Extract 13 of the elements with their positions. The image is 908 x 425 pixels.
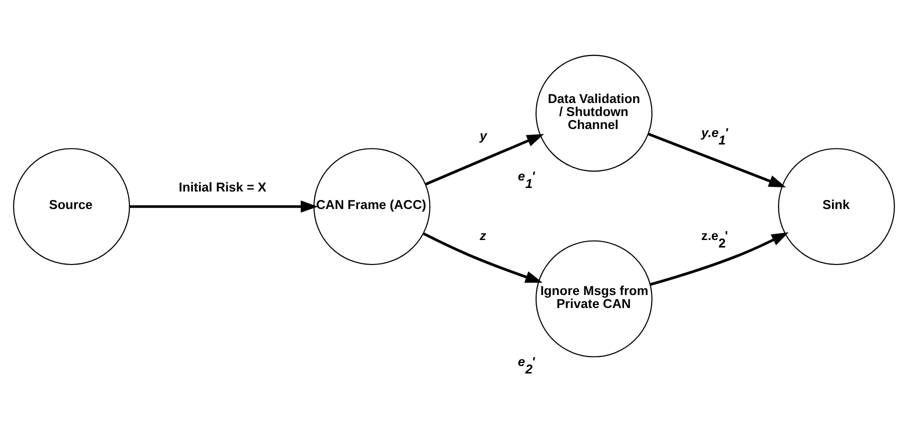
node-circle: Data Validation / Shutdown Channel <box>536 54 652 172</box>
node-circle: Ignore Msgs from Private CAN <box>536 240 652 357</box>
arrow <box>650 232 789 286</box>
arrow <box>425 133 544 185</box>
arrow <box>130 200 318 212</box>
edge-label: z <box>480 227 486 242</box>
node-circle: Sink <box>778 148 895 265</box>
edge-label: Initial Risk = X <box>178 179 266 194</box>
node-circle: Source <box>13 148 130 265</box>
edge-label: y <box>480 128 487 143</box>
node-circle: CAN Frame (ACC) <box>313 148 430 265</box>
arrow <box>648 132 786 187</box>
arrow <box>422 232 543 282</box>
